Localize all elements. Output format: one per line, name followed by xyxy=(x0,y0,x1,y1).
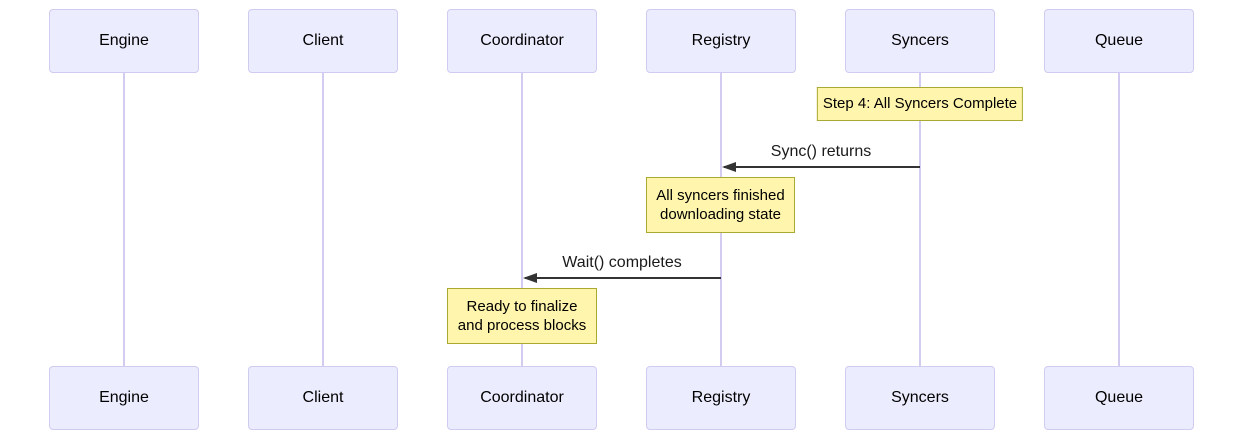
actor-label: Syncers xyxy=(891,389,949,406)
actor-top-registry: Registry xyxy=(646,9,796,73)
arrowhead-icon xyxy=(523,273,537,283)
actor-label: Engine xyxy=(99,389,149,406)
actor-bottom-syncers: Syncers xyxy=(845,366,995,430)
actor-label: Queue xyxy=(1094,32,1144,49)
actor-bottom-registry: Registry xyxy=(646,366,796,430)
actor-label: Syncers xyxy=(891,32,949,49)
note-step4-all-syncers-complete: Step 4: All Syncers Complete xyxy=(816,87,1024,121)
actor-label: Registry xyxy=(691,32,751,49)
actor-label: Client xyxy=(302,32,344,49)
note-ready-to-finalize: Ready to finalize and process blocks xyxy=(447,288,597,344)
actor-top-queue: Queue xyxy=(1044,9,1194,73)
lifeline-client xyxy=(322,73,324,366)
actor-label: Coordinator xyxy=(480,32,564,49)
lifeline-syncers xyxy=(919,73,921,366)
actor-top-coordinator: Coordinator xyxy=(447,9,597,73)
actor-label: Queue xyxy=(1094,389,1144,406)
message-line-sync-returns xyxy=(724,166,920,168)
actor-top-engine: Engine xyxy=(49,9,199,73)
actor-bottom-client: Client xyxy=(248,366,398,430)
message-label-sync-returns: Sync() returns xyxy=(770,143,872,160)
lifeline-engine xyxy=(123,73,125,366)
actor-label: Coordinator xyxy=(480,389,564,406)
actor-top-syncers: Syncers xyxy=(845,9,995,73)
note-all-syncers-finished: All syncers finished downloading state xyxy=(646,177,795,233)
actor-top-client: Client xyxy=(248,9,398,73)
arrowhead-icon xyxy=(722,162,736,172)
actor-label: Client xyxy=(302,389,344,406)
actor-label: Registry xyxy=(691,389,751,406)
actor-bottom-engine: Engine xyxy=(49,366,199,430)
note-text: Step 4: All Syncers Complete xyxy=(822,95,1018,113)
actor-label: Engine xyxy=(99,32,149,49)
message-label-wait-completes: Wait() completes xyxy=(562,254,682,271)
note-text: All syncers finished downloading state xyxy=(656,186,785,224)
actor-bottom-queue: Queue xyxy=(1044,366,1194,430)
note-text: Ready to finalize and process blocks xyxy=(457,297,587,335)
lifeline-coordinator xyxy=(521,73,523,366)
message-line-wait-completes xyxy=(525,277,721,279)
lifeline-queue xyxy=(1118,73,1120,366)
actor-bottom-coordinator: Coordinator xyxy=(447,366,597,430)
